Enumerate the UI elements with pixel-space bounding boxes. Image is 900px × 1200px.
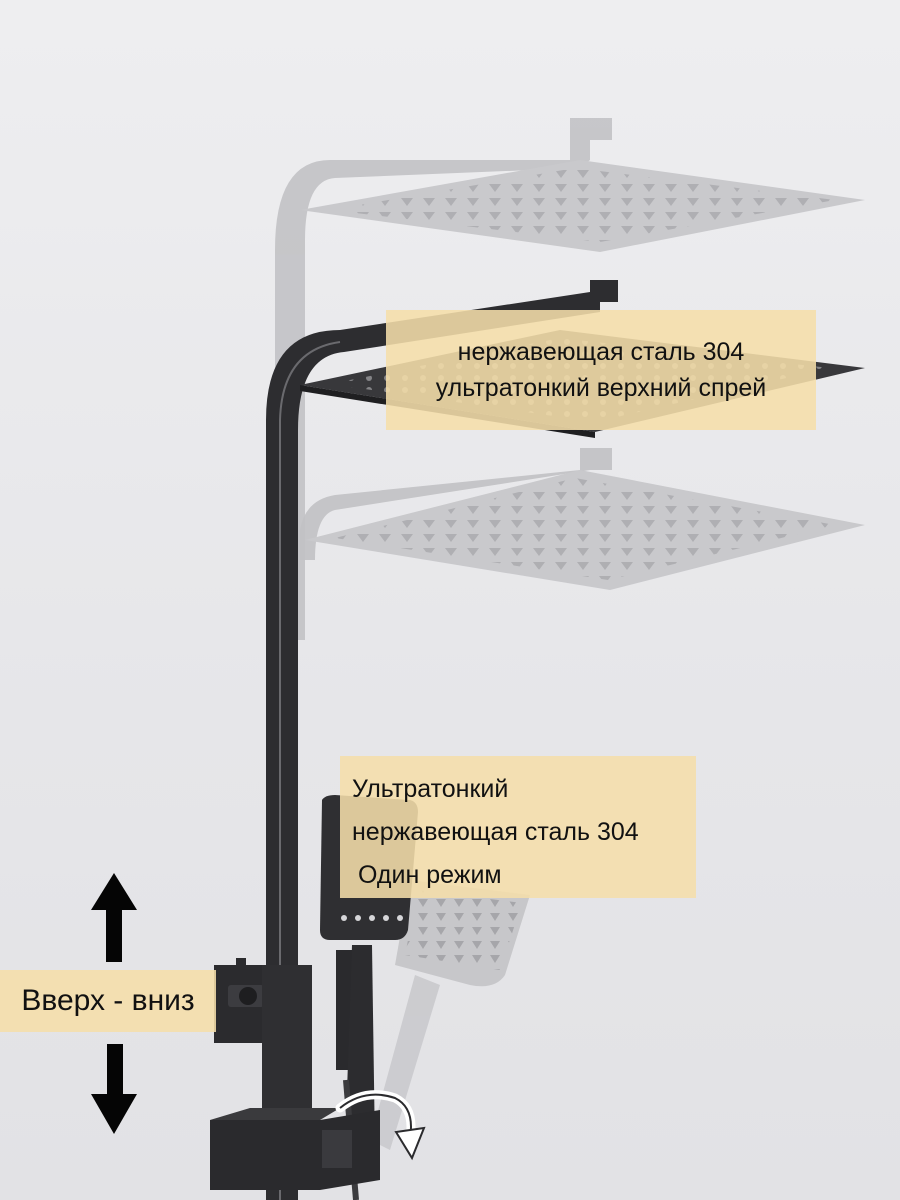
rain-shower-label-line1: нержавеющая сталь 304 [457, 338, 745, 366]
ghost-hand-shower [370, 880, 530, 1150]
hand-shower-label-line1: Ультратонкий [352, 775, 509, 803]
rain-shower-label-line2: ультратонкий верхний спрей [435, 374, 767, 402]
hand-shower-label-line3: Один режим [358, 861, 502, 889]
hand-shower-label-line2: нержавеющая сталь 304 [352, 818, 639, 846]
wall-bracket [214, 958, 312, 1115]
ghost-shower-top [275, 118, 865, 640]
ghost-shower-bottom [300, 448, 865, 590]
down-arrow-icon [91, 1044, 137, 1134]
height-adjust-label: Вверх - вниз [0, 970, 216, 1032]
rain-shower-label: нержавеющая сталь 304 ультратонкий верхн… [386, 310, 816, 430]
mixer-body [210, 1108, 380, 1190]
shower-column [266, 280, 618, 1200]
rotate-arrow-icon [335, 1090, 426, 1161]
hand-shower-label: Ультратонкий нержавеющая сталь 304 Один … [340, 756, 696, 898]
up-arrow-icon [91, 873, 137, 962]
